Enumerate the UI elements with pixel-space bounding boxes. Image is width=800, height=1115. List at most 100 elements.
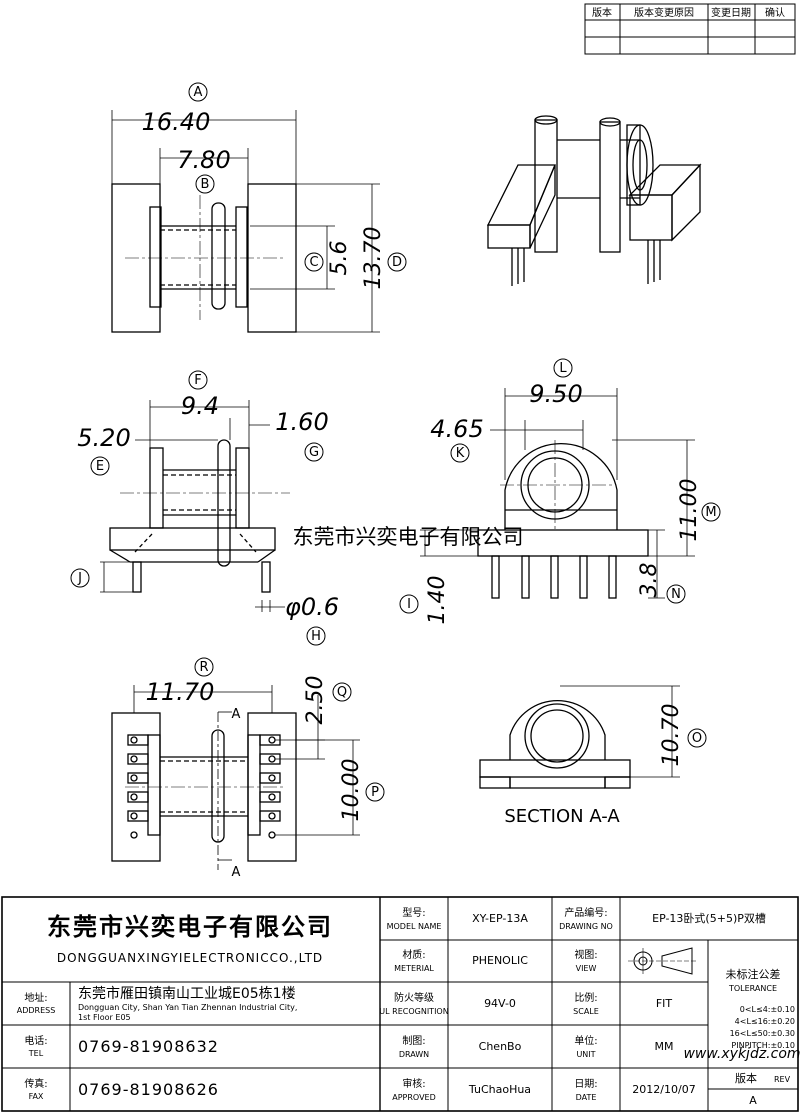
dim-B-value: 7.80	[177, 146, 230, 174]
circle-label-G: G	[309, 445, 319, 460]
side-view-dim-lines	[420, 388, 695, 599]
rev-label-cn: 版本	[735, 1071, 757, 1085]
dim-H-value: φ0.6	[285, 593, 339, 621]
tel-label-en: TEL	[28, 1049, 44, 1058]
circle-label-N: N	[671, 587, 681, 602]
section-view-dim-lines	[560, 685, 680, 778]
dim-E-value: 5.20	[77, 424, 130, 452]
view-label-en: VIEW	[576, 964, 597, 973]
scale-label-en: SCALE	[573, 1007, 599, 1016]
dim-O-value: 10.70	[659, 704, 684, 767]
circle-label-B: B	[201, 177, 210, 192]
date-label-cn: 日期:	[574, 1078, 597, 1090]
section-title: SECTION A-A	[504, 806, 620, 827]
rev-value: A	[749, 1094, 757, 1107]
address-cn: 东莞市雁田镇南山工业城E05栋1楼	[78, 985, 296, 1002]
front-view-dim-lines	[100, 400, 285, 612]
tolerance-range-3: 16<L≤50:±0.30	[730, 1029, 795, 1038]
dim-G-value: 1.60	[275, 408, 328, 436]
address-en-2: 1st Floor E05	[78, 1013, 131, 1022]
rev-header-date: 变更日期	[711, 6, 751, 19]
rev-label-en: REV	[774, 1075, 791, 1084]
model-label-en: MODEL NAME	[387, 922, 442, 931]
tolerance-label-en: TOLERANCE	[728, 984, 777, 993]
approved-label-cn: 审核:	[402, 1077, 425, 1090]
circle-label-E: E	[96, 459, 104, 474]
drawn-value: ChenBo	[479, 1040, 522, 1053]
dim-F-value: 9.4	[181, 392, 219, 420]
ul-value: 94V-0	[484, 997, 516, 1010]
side-view	[477, 440, 649, 599]
circle-label-P: P	[371, 785, 379, 800]
title-block-grid	[1, 896, 799, 1112]
fax-label-cn: 传真:	[24, 1077, 47, 1090]
fax-label-en: FAX	[29, 1092, 44, 1101]
tolerance-range-2: 4<L≤16:±0.20	[735, 1017, 795, 1026]
front-view	[109, 439, 290, 593]
circle-label-Q: Q	[337, 685, 347, 700]
top-view	[111, 183, 297, 333]
address-label-en: ADDRESS	[17, 1006, 56, 1015]
view-label-cn: 视图:	[574, 948, 597, 961]
dim-C-value: 5.6	[327, 241, 352, 276]
rev-header-reason: 版本变更原因	[634, 6, 694, 19]
circle-label-D: D	[392, 255, 402, 270]
dim-N-value: 3.8	[637, 563, 662, 598]
unit-label-cn: 单位:	[574, 1034, 597, 1047]
dim-R-value: 11.70	[146, 678, 215, 706]
tolerance-label-cn: 未标注公差	[726, 967, 781, 981]
circle-label-M: M	[705, 505, 716, 520]
dim-D-value: 13.70	[361, 227, 386, 290]
circle-label-A: A	[194, 85, 203, 100]
cut-line-bottom-letter: A	[232, 865, 241, 880]
circle-label-K: K	[456, 446, 465, 461]
dim-P-value: 10.00	[339, 759, 364, 822]
company-name-en: DONGGUANXINGYIELECTRONICCO.,LTD	[57, 951, 323, 965]
model-value: XY-EP-13A	[472, 912, 528, 925]
dim-Q-value: 2.50	[303, 676, 328, 725]
address-label-cn: 地址:	[24, 991, 47, 1004]
isometric-view	[486, 115, 702, 286]
drawn-label-en: DRAWN	[399, 1050, 429, 1059]
material-label-en: METERIAL	[394, 964, 434, 973]
website-watermark: www.xykjdz.com	[683, 1046, 800, 1062]
section-view	[479, 699, 631, 789]
drawing-no-value: EP-13卧式(5+5)P双槽	[652, 912, 766, 925]
bottom-view-dim-lines	[133, 685, 360, 870]
date-label-en: DATE	[576, 1093, 597, 1102]
tolerance-range-1: 0<L≤4:±0.10	[740, 1005, 795, 1014]
model-label-cn: 型号:	[402, 906, 425, 919]
unit-label-en: UNIT	[576, 1050, 595, 1059]
dim-M-value: 11.00	[677, 479, 702, 542]
circle-label-I: I	[407, 597, 411, 612]
material-label-cn: 材质:	[402, 948, 425, 961]
rev-header-confirm: 确认	[765, 6, 785, 19]
scale-value: FIT	[656, 997, 673, 1010]
drawing-no-label-cn: 产品编号:	[564, 906, 607, 919]
cut-line-top-letter: A	[232, 707, 241, 722]
circle-labels	[70, 82, 721, 802]
bottom-view	[111, 712, 297, 862]
top-view-dim-lines	[111, 110, 380, 333]
approved-value: TuChaoHua	[468, 1083, 531, 1096]
dim-K-value: 4.65	[430, 415, 483, 443]
fax-value: 0769-81908626	[78, 1080, 219, 1099]
tel-value: 0769-81908632	[78, 1037, 219, 1056]
circle-label-R: R	[199, 660, 208, 675]
circle-label-C: C	[309, 255, 318, 270]
dim-A-value: 16.40	[142, 108, 211, 136]
approved-label-en: APPROVED	[392, 1093, 436, 1102]
material-value: PHENOLIC	[472, 954, 528, 967]
circle-label-L: L	[559, 361, 567, 376]
circle-label-J: J	[77, 571, 82, 586]
projection-symbol-icon	[628, 947, 698, 975]
tolerance-pin-pitch: PINPITCH:±0.10	[731, 1041, 795, 1050]
tel-label-cn: 电话:	[24, 1034, 47, 1047]
circle-label-H: H	[311, 629, 321, 644]
address-en-1: Dongguan City, Shan Yan Tian Zhennan Ind…	[78, 1003, 297, 1012]
unit-value: MM	[655, 1040, 674, 1053]
dim-L-value: 9.50	[529, 380, 582, 408]
company-name-cn: 东莞市兴奕电子有限公司	[47, 913, 333, 941]
drawing-no-label-en: DRAWING NO	[559, 922, 613, 931]
drawn-label-cn: 制图:	[402, 1034, 425, 1047]
